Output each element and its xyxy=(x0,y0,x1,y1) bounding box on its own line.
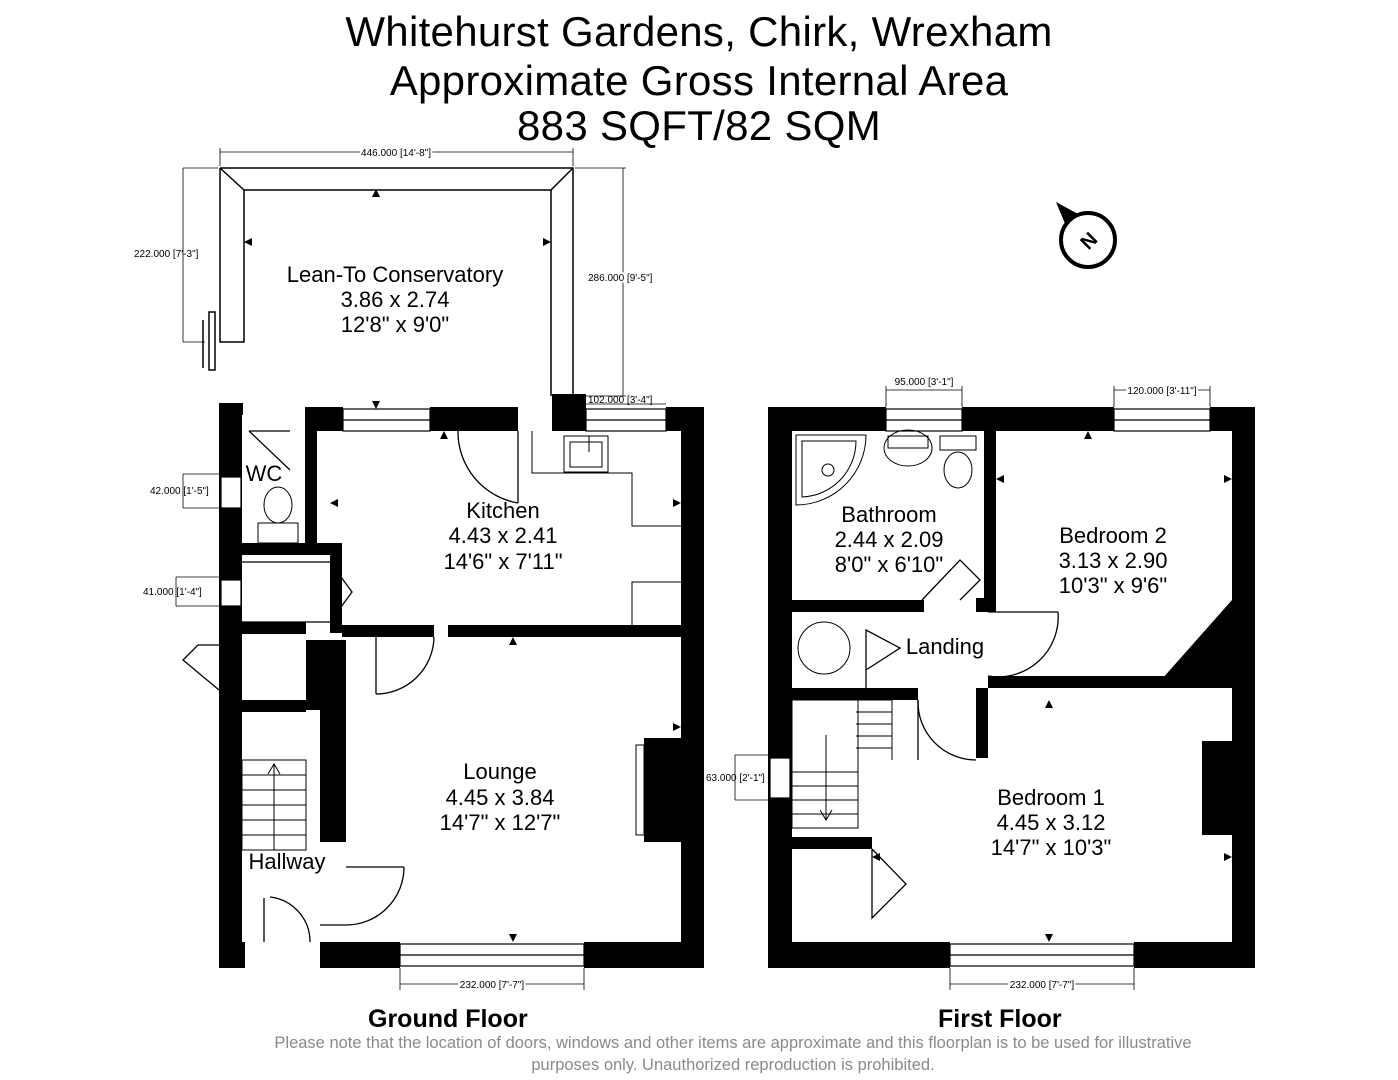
dim-kitchen-window: 102.000 [3'-4"] xyxy=(588,395,653,406)
bedroom1-name: Bedroom 1 xyxy=(997,785,1105,810)
kitchen-metric: 4.43 x 2.41 xyxy=(449,523,558,548)
dim-stair-window: 63.000 [2'-1"] xyxy=(706,773,765,784)
property-address: Whitehurst Gardens, Chirk, Wrexham xyxy=(345,8,1053,55)
first-fixtures xyxy=(795,429,977,675)
dim-lounge-window: 232.000 [7'-7"] xyxy=(460,980,525,991)
lounge-metric: 4.45 x 3.84 xyxy=(446,785,555,810)
ground-doors xyxy=(182,430,519,943)
kitchen-imperial: 14'6" x 7'11" xyxy=(443,549,562,574)
dim-conservatory-left: 222.000 [7'-3"] xyxy=(134,249,199,260)
dimension-labels: 446.000 [14'-8"] 222.000 [7'-3"] 286.000… xyxy=(134,146,1199,993)
first-windows xyxy=(769,408,1211,967)
bedroom2-metric: 3.13 x 2.90 xyxy=(1059,548,1168,573)
landing-name: Landing xyxy=(906,634,984,659)
first-stairs xyxy=(791,699,893,829)
conservatory-walls xyxy=(202,167,574,396)
dim-conservatory-width: 446.000 [14'-8"] xyxy=(361,148,431,159)
kitchen-name: Kitchen xyxy=(466,498,539,523)
disclaimer-line-2: purposes only. Unauthorized reproduction… xyxy=(531,1056,935,1074)
bedroom1-imperial: 14'7" x 10'3" xyxy=(991,835,1112,860)
area-heading: Approximate Gross Internal Area xyxy=(389,57,1009,104)
dim-store-window: 41.000 [1'-4"] xyxy=(143,587,202,598)
ground-walls xyxy=(219,394,704,968)
bathroom-imperial: 8'0" x 6'10" xyxy=(835,552,943,577)
room-labels: Lean-To Conservatory 3.86 x 2.74 12'8" x… xyxy=(246,262,1168,874)
conservatory-metric: 3.86 x 2.74 xyxy=(341,287,450,312)
area-value: 883 SQFT/82 SQM xyxy=(517,102,881,149)
disclaimer: Please note that the location of doors, … xyxy=(200,1032,1266,1076)
dim-wc-window: 42.000 [1'-5"] xyxy=(150,486,209,497)
ground-windows xyxy=(220,408,667,967)
ground-fixtures xyxy=(257,431,681,836)
dim-bedroom1-window: 232.000 [7'-7"] xyxy=(1010,980,1075,991)
ground-floor-plan xyxy=(182,167,704,968)
measure-arrows xyxy=(244,189,1232,942)
first-floor-label: First Floor xyxy=(938,1005,1062,1033)
first-floor-plan xyxy=(768,407,1255,968)
bathroom-metric: 2.44 x 2.09 xyxy=(835,527,944,552)
bedroom2-name: Bedroom 2 xyxy=(1059,523,1167,548)
compass-label: N xyxy=(1077,229,1103,255)
hallway-name: Hallway xyxy=(248,849,325,874)
first-doors xyxy=(865,559,1059,920)
compass-icon: N xyxy=(1056,202,1117,269)
dim-conservatory-right: 286.000 [9'-5"] xyxy=(588,273,653,284)
ground-floor-label: Ground Floor xyxy=(368,1005,528,1033)
bedroom1-metric: 4.45 x 3.12 xyxy=(997,810,1106,835)
wc-name: WC xyxy=(246,461,283,486)
bedroom2-imperial: 10'3" x 9'6" xyxy=(1059,573,1167,598)
disclaimer-line-1: Please note that the location of doors, … xyxy=(274,1034,1192,1052)
conservatory-imperial: 12'8" x 9'0" xyxy=(341,312,449,337)
dimension-lines xyxy=(175,148,1211,990)
lounge-imperial: 14'7" x 12'7" xyxy=(440,810,561,835)
first-walls xyxy=(768,407,1255,968)
dim-bedroom2-window: 120.000 [3'-11"] xyxy=(1127,386,1196,397)
bathroom-name: Bathroom xyxy=(841,502,936,527)
ground-stairs xyxy=(241,759,307,851)
lounge-name: Lounge xyxy=(463,759,536,784)
dim-bathroom-window: 95.000 [3'-1"] xyxy=(895,377,954,388)
conservatory-name: Lean-To Conservatory xyxy=(287,262,503,287)
